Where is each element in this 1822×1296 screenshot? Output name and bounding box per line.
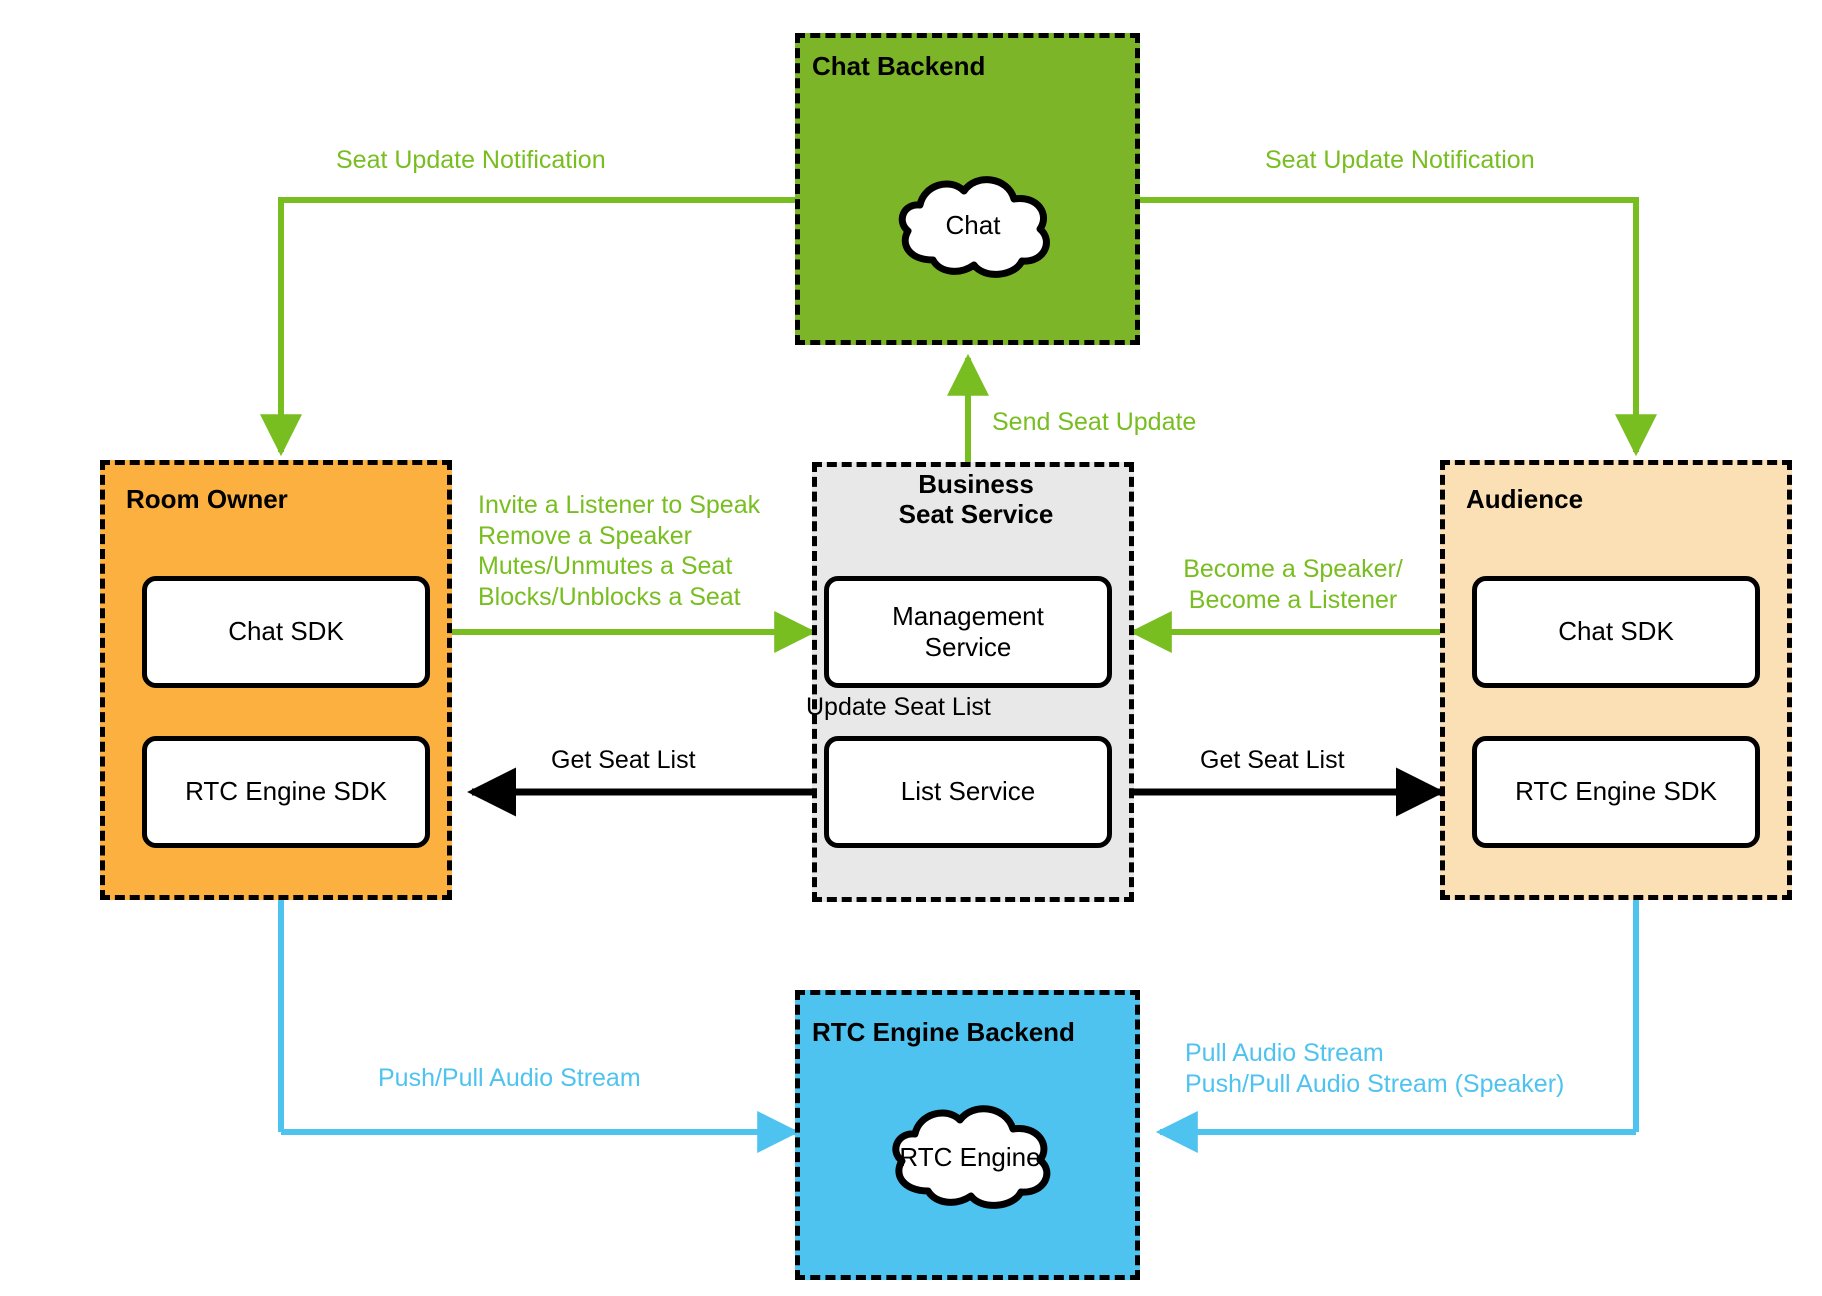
rtc-engine-cloud-label: RTC Engine xyxy=(899,1142,1041,1172)
rtc-engine-cloud-icon xyxy=(892,1105,1051,1209)
label-get-seat-list-left: Get Seat List xyxy=(551,746,696,774)
label-seat-update-notification-right: Seat Update Notification xyxy=(1265,146,1535,174)
chat-cloud-icon xyxy=(898,176,1050,278)
label-update-seat-list: Update Seat List xyxy=(806,693,991,721)
node-owner-rtc-engine-sdk[interactable]: RTC Engine SDK xyxy=(142,736,430,848)
edge-seat-update-notification-left xyxy=(260,197,795,457)
label-push-pull-audio-left: Push/Pull Audio Stream xyxy=(378,1064,641,1092)
label-seat-update-notification-left: Seat Update Notification xyxy=(336,146,606,174)
label-become-speaker-listener: Become a Speaker/ Become a Listener xyxy=(1183,555,1403,614)
node-owner-chat-sdk[interactable]: Chat SDK xyxy=(142,576,430,688)
node-audience-rtc-engine-sdk[interactable]: RTC Engine SDK xyxy=(1472,736,1760,848)
label-send-seat-update: Send Seat Update xyxy=(992,408,1197,436)
label-get-seat-list-right: Get Seat List xyxy=(1200,746,1345,774)
group-business-seat-service-title: Business Seat Service xyxy=(898,469,1054,529)
label-owner-actions: Invite a Listener to Speak Remove a Spea… xyxy=(478,491,761,611)
node-list-service[interactable]: List Service xyxy=(824,736,1112,848)
chat-cloud-label: Chat xyxy=(945,210,1001,240)
edge-seat-update-notification-right xyxy=(1140,197,1657,457)
group-room-owner-title: Room Owner xyxy=(126,484,288,514)
group-chat-backend-title: Chat Backend xyxy=(812,51,986,81)
node-audience-chat-sdk[interactable]: Chat SDK xyxy=(1472,576,1760,688)
node-management-service[interactable]: Management Service xyxy=(824,576,1112,688)
label-pull-push-audio-right: Pull Audio Stream Push/Pull Audio Stream… xyxy=(1185,1039,1565,1098)
group-rtc-engine-backend-title: RTC Engine Backend xyxy=(812,1017,1075,1047)
group-audience-title: Audience xyxy=(1466,484,1584,514)
